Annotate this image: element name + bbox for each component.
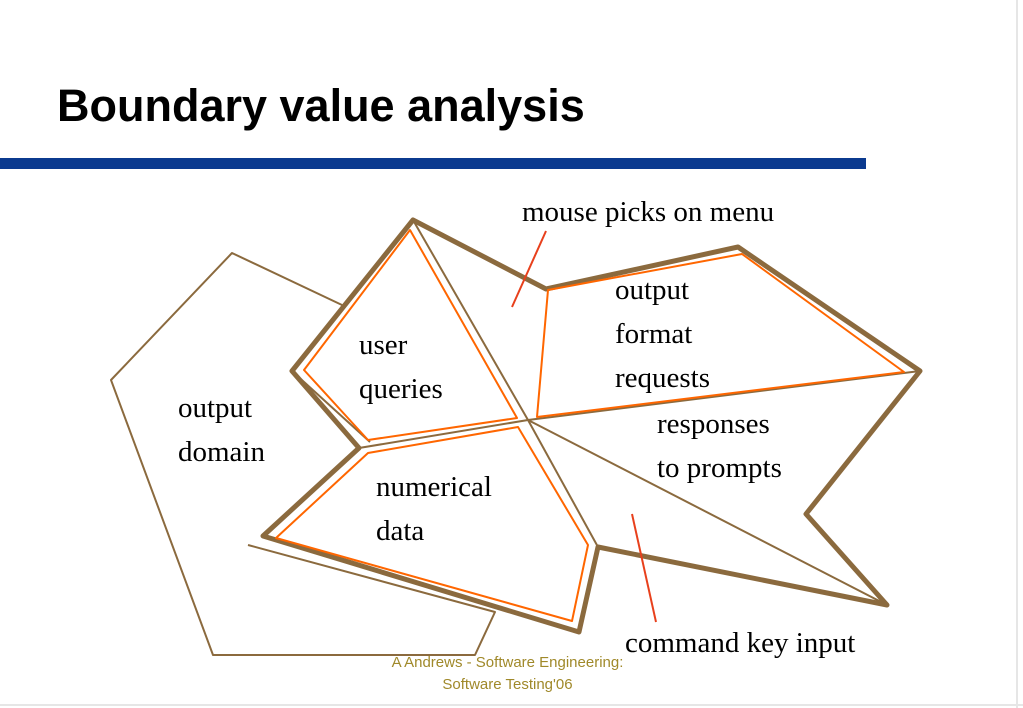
label-output-domain-line1: output [178, 392, 253, 424]
footer-line1: A Andrews - Software Engineering: [391, 654, 624, 671]
partition-line [358, 419, 529, 449]
partition-line [291, 370, 371, 443]
input-domain-outline [260, 217, 923, 635]
partition-line [527, 419, 599, 548]
label-output-domain: output domain [178, 386, 265, 474]
label-output-format-line2: format [615, 318, 693, 350]
label-user-queries-line1: user [359, 329, 408, 361]
title-underline [0, 158, 866, 169]
slide-title: Boundary value analysis [57, 80, 585, 131]
partition-line [527, 419, 888, 606]
mouse-picks-pointer [511, 230, 547, 308]
numerical-data-boundary [275, 426, 589, 622]
footer-line2: Software Testing'06 [442, 676, 573, 693]
label-output-format-line3: requests [615, 362, 711, 394]
output-format-boundary [536, 253, 905, 418]
slide-footer: A Andrews - Software Engineering: Softwa… [330, 652, 685, 696]
label-user-queries: user queries [359, 323, 443, 411]
label-mouse-picks-text: mouse picks on menu [522, 196, 775, 228]
label-user-queries-line2: queries [359, 373, 443, 405]
label-numerical-data-line2: data [376, 515, 425, 547]
label-output-format-line1: output [615, 274, 690, 306]
label-output-format: output format requests [615, 268, 710, 400]
label-command-key: command key input [625, 621, 855, 665]
partition-line [412, 219, 529, 421]
label-output-domain-line2: domain [178, 436, 265, 468]
label-responses: responses to prompts [657, 402, 782, 490]
slide-edge-right [1016, 0, 1018, 708]
label-mouse-picks: mouse picks on menu [522, 190, 774, 234]
label-command-key-text: command key input [625, 627, 856, 659]
user-queries-boundary [303, 229, 518, 441]
slide-edge-bottom [0, 704, 1023, 706]
label-responses-line1: responses [657, 408, 770, 440]
label-numerical-data: numerical data [376, 465, 492, 553]
command-key-pointer [631, 513, 657, 623]
output-domain-shape [110, 252, 496, 656]
label-numerical-data-line1: numerical [376, 471, 492, 503]
partition-line [527, 370, 921, 421]
label-responses-line2: to prompts [657, 452, 782, 484]
